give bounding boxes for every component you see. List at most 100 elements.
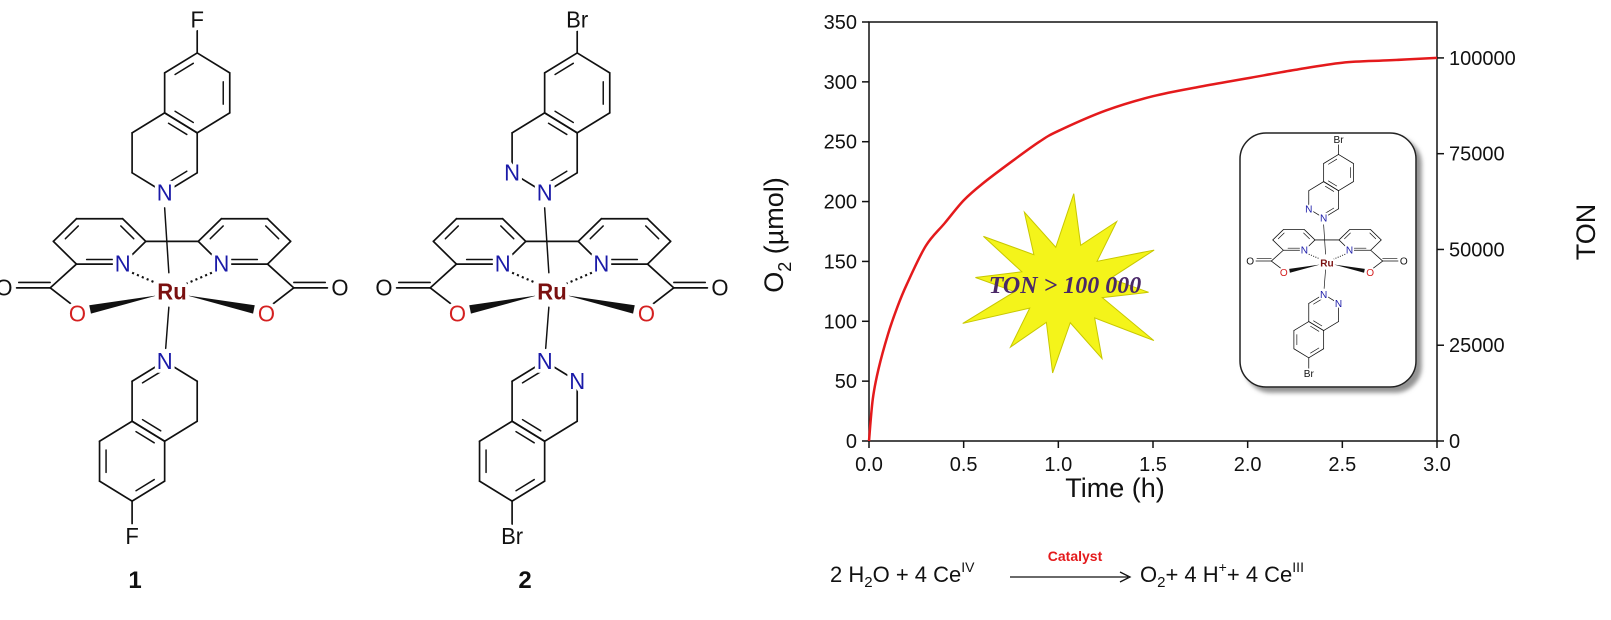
nitrogen-label: N [1346, 246, 1353, 257]
axial-bond [543, 207, 550, 274]
bond [267, 286, 295, 309]
ring-bond [1323, 154, 1339, 164]
bond [429, 286, 457, 309]
ring-bond [98, 420, 133, 443]
starburst-badge [962, 193, 1155, 374]
bond [49, 286, 77, 309]
wedge-bond [566, 295, 635, 314]
nitrogen-label: N [1320, 290, 1327, 301]
ring-bond [1308, 321, 1325, 331]
ring-bond [98, 480, 133, 503]
ring-bond [478, 420, 513, 443]
ring-bond [131, 112, 166, 134]
halogen-label: F [125, 524, 138, 549]
ring-bond [576, 52, 611, 74]
ring-bond [511, 112, 546, 134]
ring-double-bond [500, 225, 515, 240]
carbonyl-oxygen-label: O [711, 275, 728, 300]
ring-bond [543, 112, 579, 134]
dative-bond [511, 271, 538, 285]
ring-bond [432, 217, 458, 243]
ring-bond [131, 360, 166, 383]
ring-bond [543, 360, 579, 383]
ring-bond [1338, 154, 1354, 164]
ring-bond [266, 217, 292, 243]
ring-double-bond [515, 478, 535, 492]
x-tick-label: 3.0 [1423, 454, 1451, 476]
ruthenium-label: Ru [1320, 258, 1333, 269]
x-tick-label: 1.5 [1139, 454, 1167, 476]
x-axis-title: Time (h) [1065, 473, 1165, 503]
ring-double-bond [209, 225, 224, 240]
ring-bond [1304, 229, 1316, 241]
ring-double-bond [141, 418, 162, 432]
bond [1370, 260, 1384, 271]
x-tick-label: 0.0 [855, 454, 883, 476]
ruthenium-label: Ru [157, 279, 186, 304]
ring-double-bond [1328, 180, 1338, 187]
y2-tick-label: 75000 [1449, 144, 1505, 166]
oxygen-label: O [258, 301, 275, 326]
ring-bond [1323, 181, 1339, 192]
ring-bond [1308, 293, 1325, 304]
wedge-bond [89, 295, 158, 314]
nitrogen-label: N [495, 251, 511, 276]
oxygen-label: O [1366, 268, 1374, 279]
ring-bond [121, 217, 147, 243]
ring-bond [52, 240, 78, 265]
halogen-label: Br [1333, 135, 1344, 146]
nitrogen-label: N [593, 251, 609, 276]
nitrogen-label: N [115, 251, 131, 276]
ring-bond [1323, 321, 1339, 331]
ring-double-bond [1303, 232, 1310, 240]
halogen-label: Br [501, 524, 524, 549]
compound-1-label: 1 [128, 567, 141, 594]
ring-bond [1308, 181, 1325, 192]
axial-bond [163, 207, 170, 274]
carbonyl-oxygen-label: O [331, 275, 348, 300]
carbonyl-oxygen-label: O [0, 275, 13, 300]
halogen-label: F [190, 7, 203, 32]
nitrogen-label: N [157, 349, 173, 374]
ring-double-bond [554, 62, 575, 76]
halogen-label: Br [566, 7, 589, 32]
ring-bond [576, 112, 611, 134]
ring-double-bond [515, 430, 535, 444]
nitrogen-label: N [1305, 204, 1312, 215]
ring-double-bond [521, 370, 542, 384]
y-tick-label: 0 [846, 431, 857, 453]
ring-bond [577, 240, 603, 265]
ring-bond [1293, 321, 1310, 331]
oxygen-label: O [638, 301, 655, 326]
axial-bond [164, 306, 170, 350]
y-tick-label: 250 [824, 132, 857, 154]
oxygen-label: O [449, 301, 466, 326]
bond [429, 263, 458, 289]
ring-bond [511, 480, 546, 503]
ring-bond [1338, 229, 1350, 241]
ring-bond [131, 480, 166, 503]
ring-bond [1293, 348, 1310, 359]
nitrogen-label: N [537, 180, 553, 205]
ring-double-bond [135, 478, 155, 492]
wedge-bond [1289, 264, 1321, 273]
axial-bond [1323, 224, 1326, 255]
ring-double-bond [589, 225, 604, 240]
ring-bond [646, 240, 672, 265]
ring-bond [196, 52, 231, 74]
ring-bond [163, 112, 199, 134]
ring-bond [501, 217, 527, 243]
carbonyl-oxygen-label: O [375, 275, 392, 300]
ring-bond [432, 240, 458, 265]
y-axis-title: O2 (µmol) [759, 177, 795, 293]
axial-bond [544, 306, 550, 350]
dative-bond [1308, 253, 1321, 260]
y-tick-label: 350 [824, 12, 857, 34]
ton-annotation: TON > 100 000 [989, 273, 1142, 299]
o2-curve [867, 56, 1438, 442]
carbonyl-oxygen-label: O [1246, 256, 1254, 267]
equation-reactants: 2 H2O + 4 CeIV [830, 559, 975, 591]
